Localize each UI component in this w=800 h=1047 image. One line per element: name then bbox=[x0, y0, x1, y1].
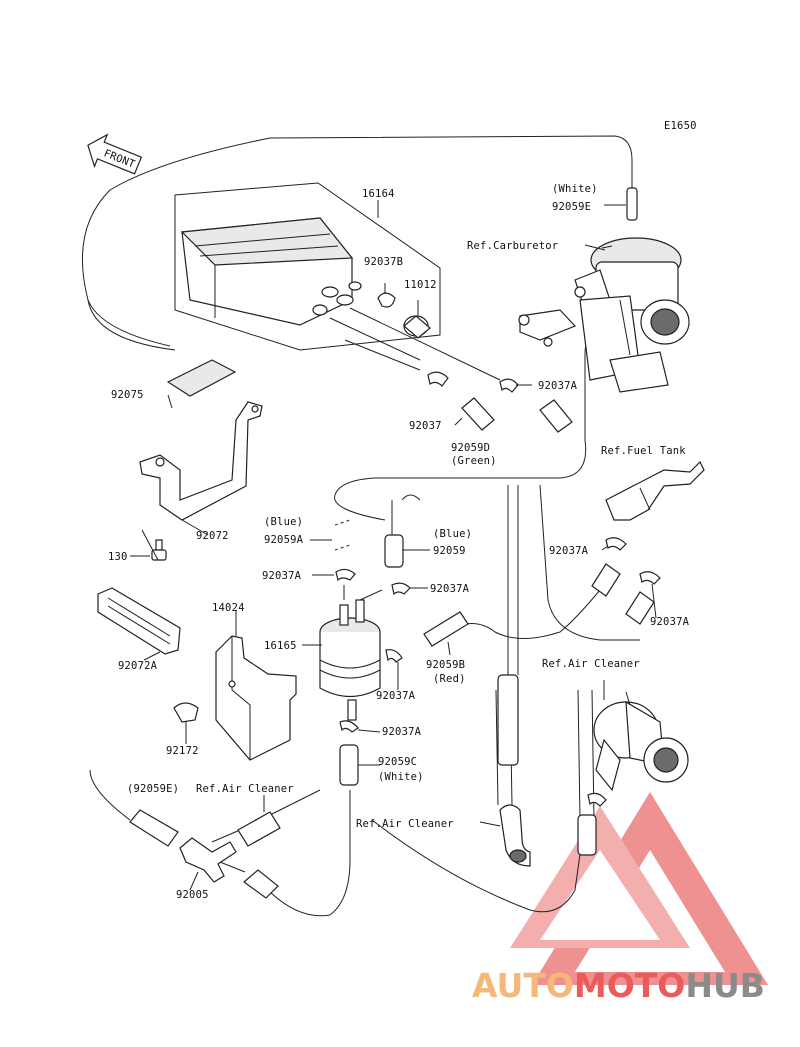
hose-92059A bbox=[334, 519, 351, 551]
label-92075: 92075 bbox=[111, 389, 144, 401]
t-joint-92005 bbox=[179, 837, 237, 883]
hose-92037-right bbox=[539, 399, 573, 433]
cap-11012 bbox=[403, 300, 431, 339]
label-130: 130 bbox=[108, 551, 128, 563]
hose-air-cleaner-right bbox=[577, 814, 597, 856]
watermark-part1: AUTO bbox=[472, 966, 574, 1005]
label-92005: 92005 bbox=[176, 889, 209, 901]
label-92072A: 92072A bbox=[118, 660, 158, 672]
diagram-code: E1650 bbox=[664, 120, 697, 132]
label-blue-1: (Blue) bbox=[264, 516, 303, 528]
label-92037A-6: 92037A bbox=[376, 690, 416, 702]
fuel-tank-fitting bbox=[605, 460, 705, 521]
hose-air-cleaner-left bbox=[237, 811, 281, 847]
part-labels: E1650 16164 92037B 11012 (White) 92059E … bbox=[108, 120, 697, 901]
label-92037A-1: 92037A bbox=[538, 380, 578, 392]
label-11012: 11012 bbox=[404, 279, 437, 291]
hose-92059D bbox=[461, 397, 495, 431]
label-14024: 14024 bbox=[212, 602, 245, 614]
canister-16164 bbox=[174, 182, 501, 381]
carburetor bbox=[518, 237, 690, 393]
svg-text:AUTOMOTOHUB: AUTOMOTOHUB bbox=[472, 966, 765, 1005]
hose-92059E-top bbox=[604, 187, 638, 221]
watermark-text: AUTOMOTOHUB bbox=[472, 966, 765, 1005]
label-92059A: 92059A bbox=[264, 534, 304, 546]
label-92059C: 92059C bbox=[378, 756, 417, 768]
label-92059E: 92059E bbox=[552, 201, 591, 213]
label-white-top: (White) bbox=[552, 183, 598, 195]
label-92037A-7: 92037A bbox=[382, 726, 422, 738]
cover-14024 bbox=[215, 635, 297, 761]
front-arrow-icon: FRONT bbox=[87, 133, 143, 175]
label-92037A-4: 92037A bbox=[430, 583, 470, 595]
air-cleaner-elbow bbox=[499, 804, 531, 867]
label-ref-fuel-tank: Ref.Fuel Tank bbox=[601, 445, 686, 457]
hose-right-pieces bbox=[591, 563, 655, 625]
clamp-icons bbox=[335, 371, 661, 733]
label-ref-air-cleaner-2: Ref.Air Cleaner bbox=[196, 783, 294, 795]
label-blue-2: (Blue) bbox=[433, 528, 472, 540]
hose-92059 bbox=[384, 500, 404, 568]
bolt-130 bbox=[151, 539, 167, 561]
label-92037A-2: 92037A bbox=[549, 545, 589, 557]
label-92072: 92072 bbox=[196, 530, 229, 542]
label-92059B: 92059B bbox=[426, 659, 465, 671]
leader-lines bbox=[130, 200, 657, 891]
label-ref-carburetor: Ref.Carburetor bbox=[467, 240, 558, 252]
label-16165: 16165 bbox=[264, 640, 297, 652]
label-92037: 92037 bbox=[409, 420, 442, 432]
label-92037A-5: 92037A bbox=[650, 616, 690, 628]
label-green: (Green) bbox=[451, 455, 497, 467]
label-red: (Red) bbox=[433, 673, 466, 685]
air-cleaner bbox=[587, 680, 689, 807]
watermark-part3: HUB bbox=[685, 966, 765, 1005]
label-92059E-paren: (92059E) bbox=[127, 783, 179, 795]
label-white-2: (White) bbox=[378, 771, 424, 783]
hose-92059E-bottom bbox=[129, 809, 179, 847]
hose-92059C bbox=[339, 744, 359, 786]
label-ref-air-cleaner-1: Ref.Air Cleaner bbox=[542, 658, 640, 670]
label-16164: 16164 bbox=[362, 188, 395, 200]
label-92059: 92059 bbox=[433, 545, 466, 557]
label-ref-air-cleaner-3: Ref.Air Cleaner bbox=[356, 818, 454, 830]
label-92059D: 92059D bbox=[451, 442, 490, 454]
fuel-filter-16165 bbox=[319, 585, 383, 721]
band-92072A bbox=[97, 587, 181, 655]
pad-92075 bbox=[166, 359, 237, 397]
hose-vertical bbox=[497, 674, 519, 766]
hose-92059B bbox=[423, 611, 469, 647]
watermark-logo-icon bbox=[510, 792, 768, 985]
watermark-part2: MOTO bbox=[574, 966, 685, 1005]
clamp-92037B bbox=[377, 283, 396, 308]
hose-routing bbox=[81, 135, 640, 917]
label-92037A-3: 92037A bbox=[262, 570, 302, 582]
label-92172: 92172 bbox=[166, 745, 199, 757]
clip-92172 bbox=[173, 702, 199, 723]
hose-bottom-short bbox=[243, 869, 279, 899]
bracket-92072 bbox=[139, 401, 263, 521]
label-92037B: 92037B bbox=[364, 256, 403, 268]
